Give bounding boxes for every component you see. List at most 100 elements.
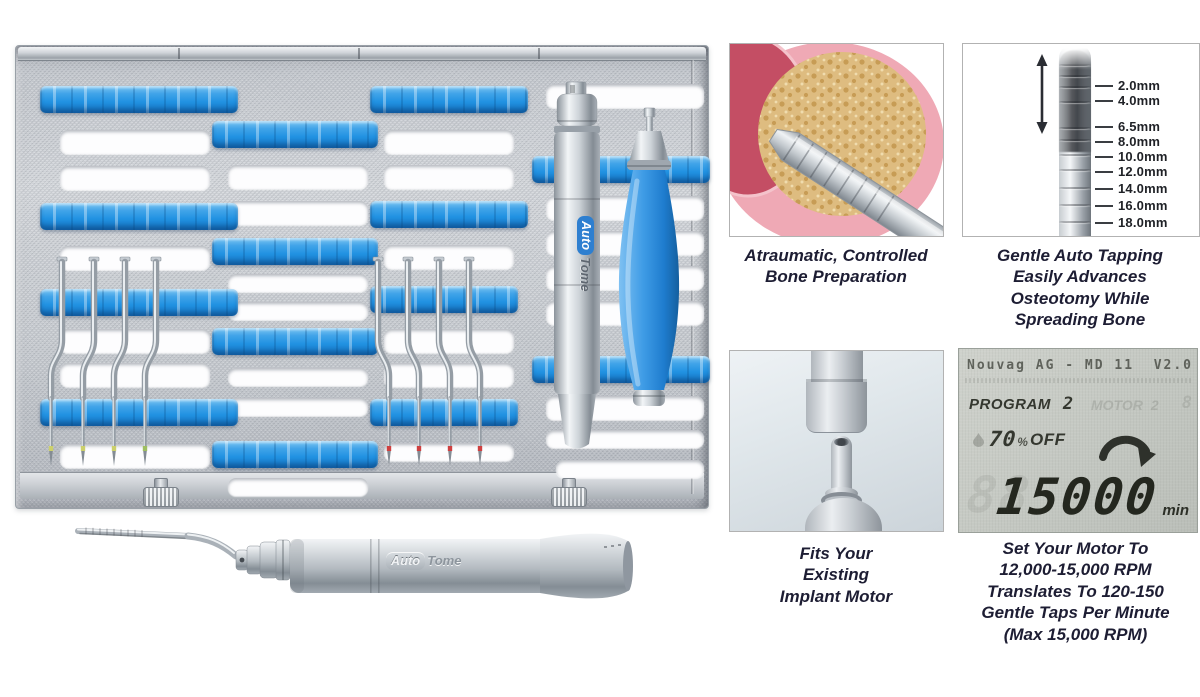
instrument-rail [40,289,238,316]
instrument-rail [370,86,528,113]
program-value: 2 [1062,394,1074,414]
shaft-ring [1059,154,1091,156]
clockwise-rotation-icon [1099,435,1156,467]
depth-tick-line [1095,221,1113,224]
autotome-handpiece-vertical [554,81,600,449]
instrument-rail [212,441,378,468]
shaft-ring [1059,75,1091,77]
depth-tick-line [1095,187,1113,190]
brand-auto-badge: Auto [386,552,426,570]
instrument-shank [831,436,852,494]
coupling-groove [806,379,867,382]
hinge-notch [178,48,180,59]
lcd-torque-row: 70 % OFF [973,427,1066,451]
shaft-focus-fade [1053,44,1097,70]
motor-ghost-value: 2 [1150,397,1159,413]
speed-unit: min [1162,502,1189,519]
depth-marking-row: 14.0mm [1095,181,1199,196]
tray-slot [384,130,514,154]
depth-marking-row: 12.0mm [1095,164,1199,179]
lcd-ghost-digit: 8 [1181,393,1192,413]
motor-display-panel: Nouvag AG - MD 11 V2.0 PROGRAM 2 MOTOR 2… [958,348,1198,533]
latch-knob [551,487,587,507]
instrument-rail [370,399,518,426]
bone-prep-panel [729,43,944,237]
implant-motor-caption: Fits Your Existing Implant Motor [779,544,893,606]
depth-label: 8.0mm [1118,134,1161,149]
up-down-arrow-icon [1036,54,1048,134]
depth-label: 14.0mm [1118,181,1168,196]
depth-tick-line [1095,170,1113,173]
depth-label: 10.0mm [1118,149,1168,164]
tray-slot [228,302,368,320]
shaft-ring [1059,139,1091,141]
depth-label: 2.0mm [1118,78,1161,93]
depth-marking-row: 16.0mm [1095,198,1199,213]
depth-tick-line [1095,84,1113,87]
torque-value: 70 [987,427,1018,451]
chuck-nose [235,539,291,581]
depth-marking-row: 10.0mm [1095,149,1199,164]
speed-value: 15000 [993,468,1161,526]
depth-tick-line [1095,155,1113,158]
lcd-header-text: Nouvag AG - MD 11 V2.0 [967,358,1194,373]
tray-slot [60,166,210,190]
shank-bore [834,438,849,446]
auto-tapping-caption: Gentle Auto Tapping Easily Advances Oste… [997,246,1163,330]
tray-slot [228,368,368,386]
brand-tome-label: Tome [427,553,462,569]
shaft-ring [1059,204,1091,206]
motor-display-caption: Set Your Motor To 12,000-15,000 RPM Tran… [981,539,1170,644]
shaft-ring [1059,187,1091,189]
shaft-ring [1059,221,1091,223]
depth-marking-row: 18.0mm [1095,215,1199,230]
shaft-ring [1059,127,1091,129]
depth-tick-line [1095,204,1113,207]
autotome-logo-horizontal: Auto Tome [386,552,461,570]
tray-slot [228,274,368,292]
depth-label: 12.0mm [1118,164,1168,179]
depth-label: 18.0mm [1118,215,1168,230]
motor-coupling-upper [811,351,863,384]
depth-tick-line [1095,99,1113,102]
instrument-rail [212,121,378,148]
handpiece-nose-cone [805,498,882,531]
hinge-notch [538,48,540,59]
shaft-ring [1059,169,1091,171]
instrument-rail [370,201,528,228]
tray-slot [384,165,514,189]
instrument-rail [40,86,238,113]
blue-handle-instrument [618,107,680,406]
sterilization-tray: Auto Tome [15,45,710,509]
tray-slot [228,201,368,225]
program-label: PROGRAM [969,396,1051,413]
depth-tick-line [1095,140,1113,143]
tray-slot [60,246,210,270]
bone-illustration [730,44,943,236]
tray-slot [228,478,368,496]
tray-latch [551,478,587,508]
tray-slot [556,460,704,478]
lcd-program-row: PROGRAM 2 [969,396,1073,413]
depth-label: 4.0mm [1118,93,1161,108]
autotome-handpiece-horizontal [75,527,633,599]
motor-ghost-label: MOTOR [1091,397,1143,413]
depth-marking-row: 8.0mm [1095,134,1199,149]
shaft-ring [1059,86,1091,88]
handpiece-body [290,533,633,599]
lcd-speed-row: 15000 min [993,468,1189,526]
tray-instruments-graphic [47,81,680,466]
depth-marking-row: 6.5mm [1095,119,1199,134]
lcd-pixel-separator [965,378,1191,383]
instrument-rail [212,238,378,265]
tray-latch [143,478,179,508]
instrument-rail [40,203,238,230]
torque-mode: OFF [1029,430,1066,449]
instrument-rail [370,286,518,313]
osteotome-group-right [372,256,484,466]
depth-scale: 2.0mm 4.0mm 6.5mm 8.0mm [1095,78,1199,230]
tray-hinge-bar [18,47,706,61]
depth-marking-row: 2.0mm [1095,78,1199,93]
depth-marking-row: 4.0mm [1095,93,1199,108]
